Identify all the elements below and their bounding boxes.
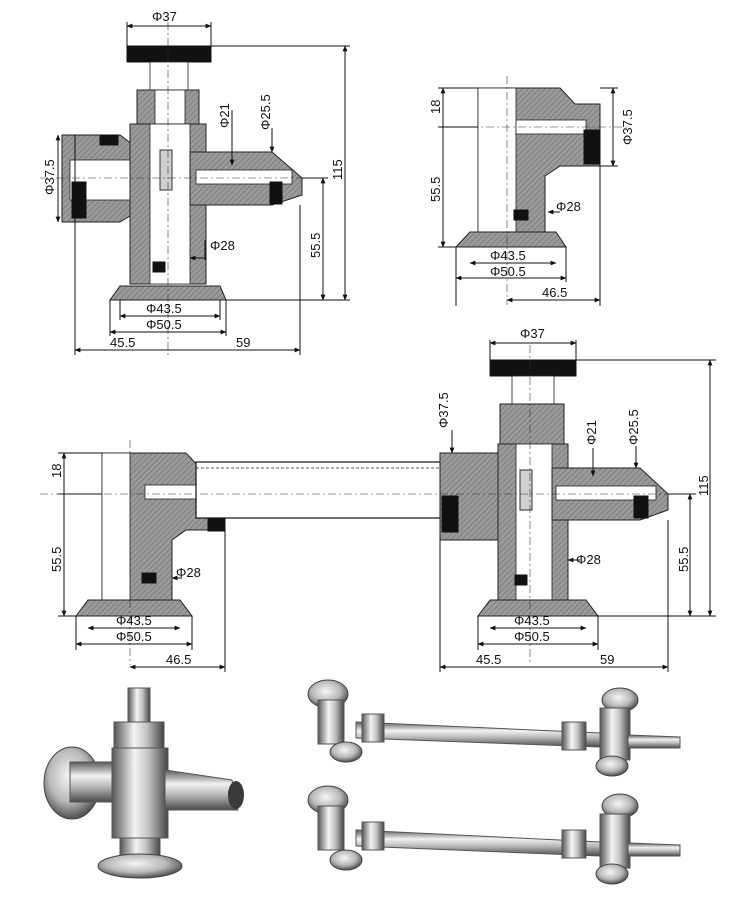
dim-axis-height: 55.5 (428, 177, 443, 202)
asm-right-inner-dia: Φ21 (584, 420, 599, 445)
asm-left-bore-dia: Φ28 (176, 565, 201, 580)
asm-left-axis-height: 55.5 (49, 547, 64, 572)
asm-right-offset-left: 45.5 (476, 652, 501, 667)
single-valve-photo (43, 687, 244, 879)
sight-glass-photo-2 (307, 785, 681, 885)
asm-left-clamp-outer: Φ50.5 (116, 629, 152, 644)
asm-right-height-axis: 55.5 (676, 547, 691, 572)
dim-port-dia: Φ37.5 (620, 109, 635, 145)
dim-height-total: 115 (330, 159, 345, 180)
asm-right-bore-dia: Φ28 (576, 552, 601, 567)
dim-inner-dia: Φ21 (217, 103, 232, 128)
assembly-drawing: 18 55.5 Φ28 Φ43.5 Φ50.5 46.5 Φ37 Φ37.5 Φ… (40, 326, 716, 672)
top-right-valve-drawing: 18 55.5 Φ37.5 Φ28 Φ43.5 Φ50.5 46.5 (428, 76, 635, 306)
dim-handle-dia: Φ37 (152, 9, 177, 24)
dim-height-axis: 55.5 (308, 233, 323, 258)
asm-right-handle-dia: Φ37 (520, 326, 545, 341)
asm-right-height-total: 115 (696, 475, 711, 496)
asm-right-offset-right: 59 (600, 652, 614, 667)
dim-clamp-inner: Φ43.5 (146, 301, 182, 316)
handwheel (126, 45, 212, 63)
sight-glass-photo-1 (307, 679, 681, 777)
dim-left-port-dia: Φ37.5 (42, 159, 57, 195)
sight-glass-tube (195, 461, 469, 519)
dim-width: 46.5 (542, 285, 567, 300)
asm-right-clamp-outer: Φ50.5 (514, 629, 550, 644)
asm-left-clamp-inner: Φ43.5 (116, 613, 152, 628)
dim-clamp-inner: Φ43.5 (490, 248, 526, 263)
top-left-valve-drawing: Φ37 Φ37.5 Φ21 Φ25.5 115 55.5 Φ28 Φ43.5 Φ… (40, 9, 350, 355)
dim-bore-dia: Φ28 (210, 238, 235, 253)
asm-left-top-height: 18 (49, 464, 64, 478)
asm-left-width: 46.5 (166, 652, 191, 667)
dim-top-height: 18 (428, 100, 443, 114)
asm-right-clamp-inner: Φ43.5 (514, 613, 550, 628)
dim-bore-dia: Φ28 (556, 199, 581, 214)
dim-offset-right: 59 (236, 335, 250, 350)
dim-clamp-outer: Φ50.5 (146, 317, 182, 332)
asm-right-port-dia: Φ37.5 (436, 392, 451, 428)
dim-offset-left: 45.5 (110, 335, 135, 350)
dim-clamp-outer: Φ50.5 (490, 264, 526, 279)
asm-right-nozzle-dia: Φ25.5 (626, 409, 641, 445)
dim-nozzle-dia: Φ25.5 (258, 94, 273, 130)
